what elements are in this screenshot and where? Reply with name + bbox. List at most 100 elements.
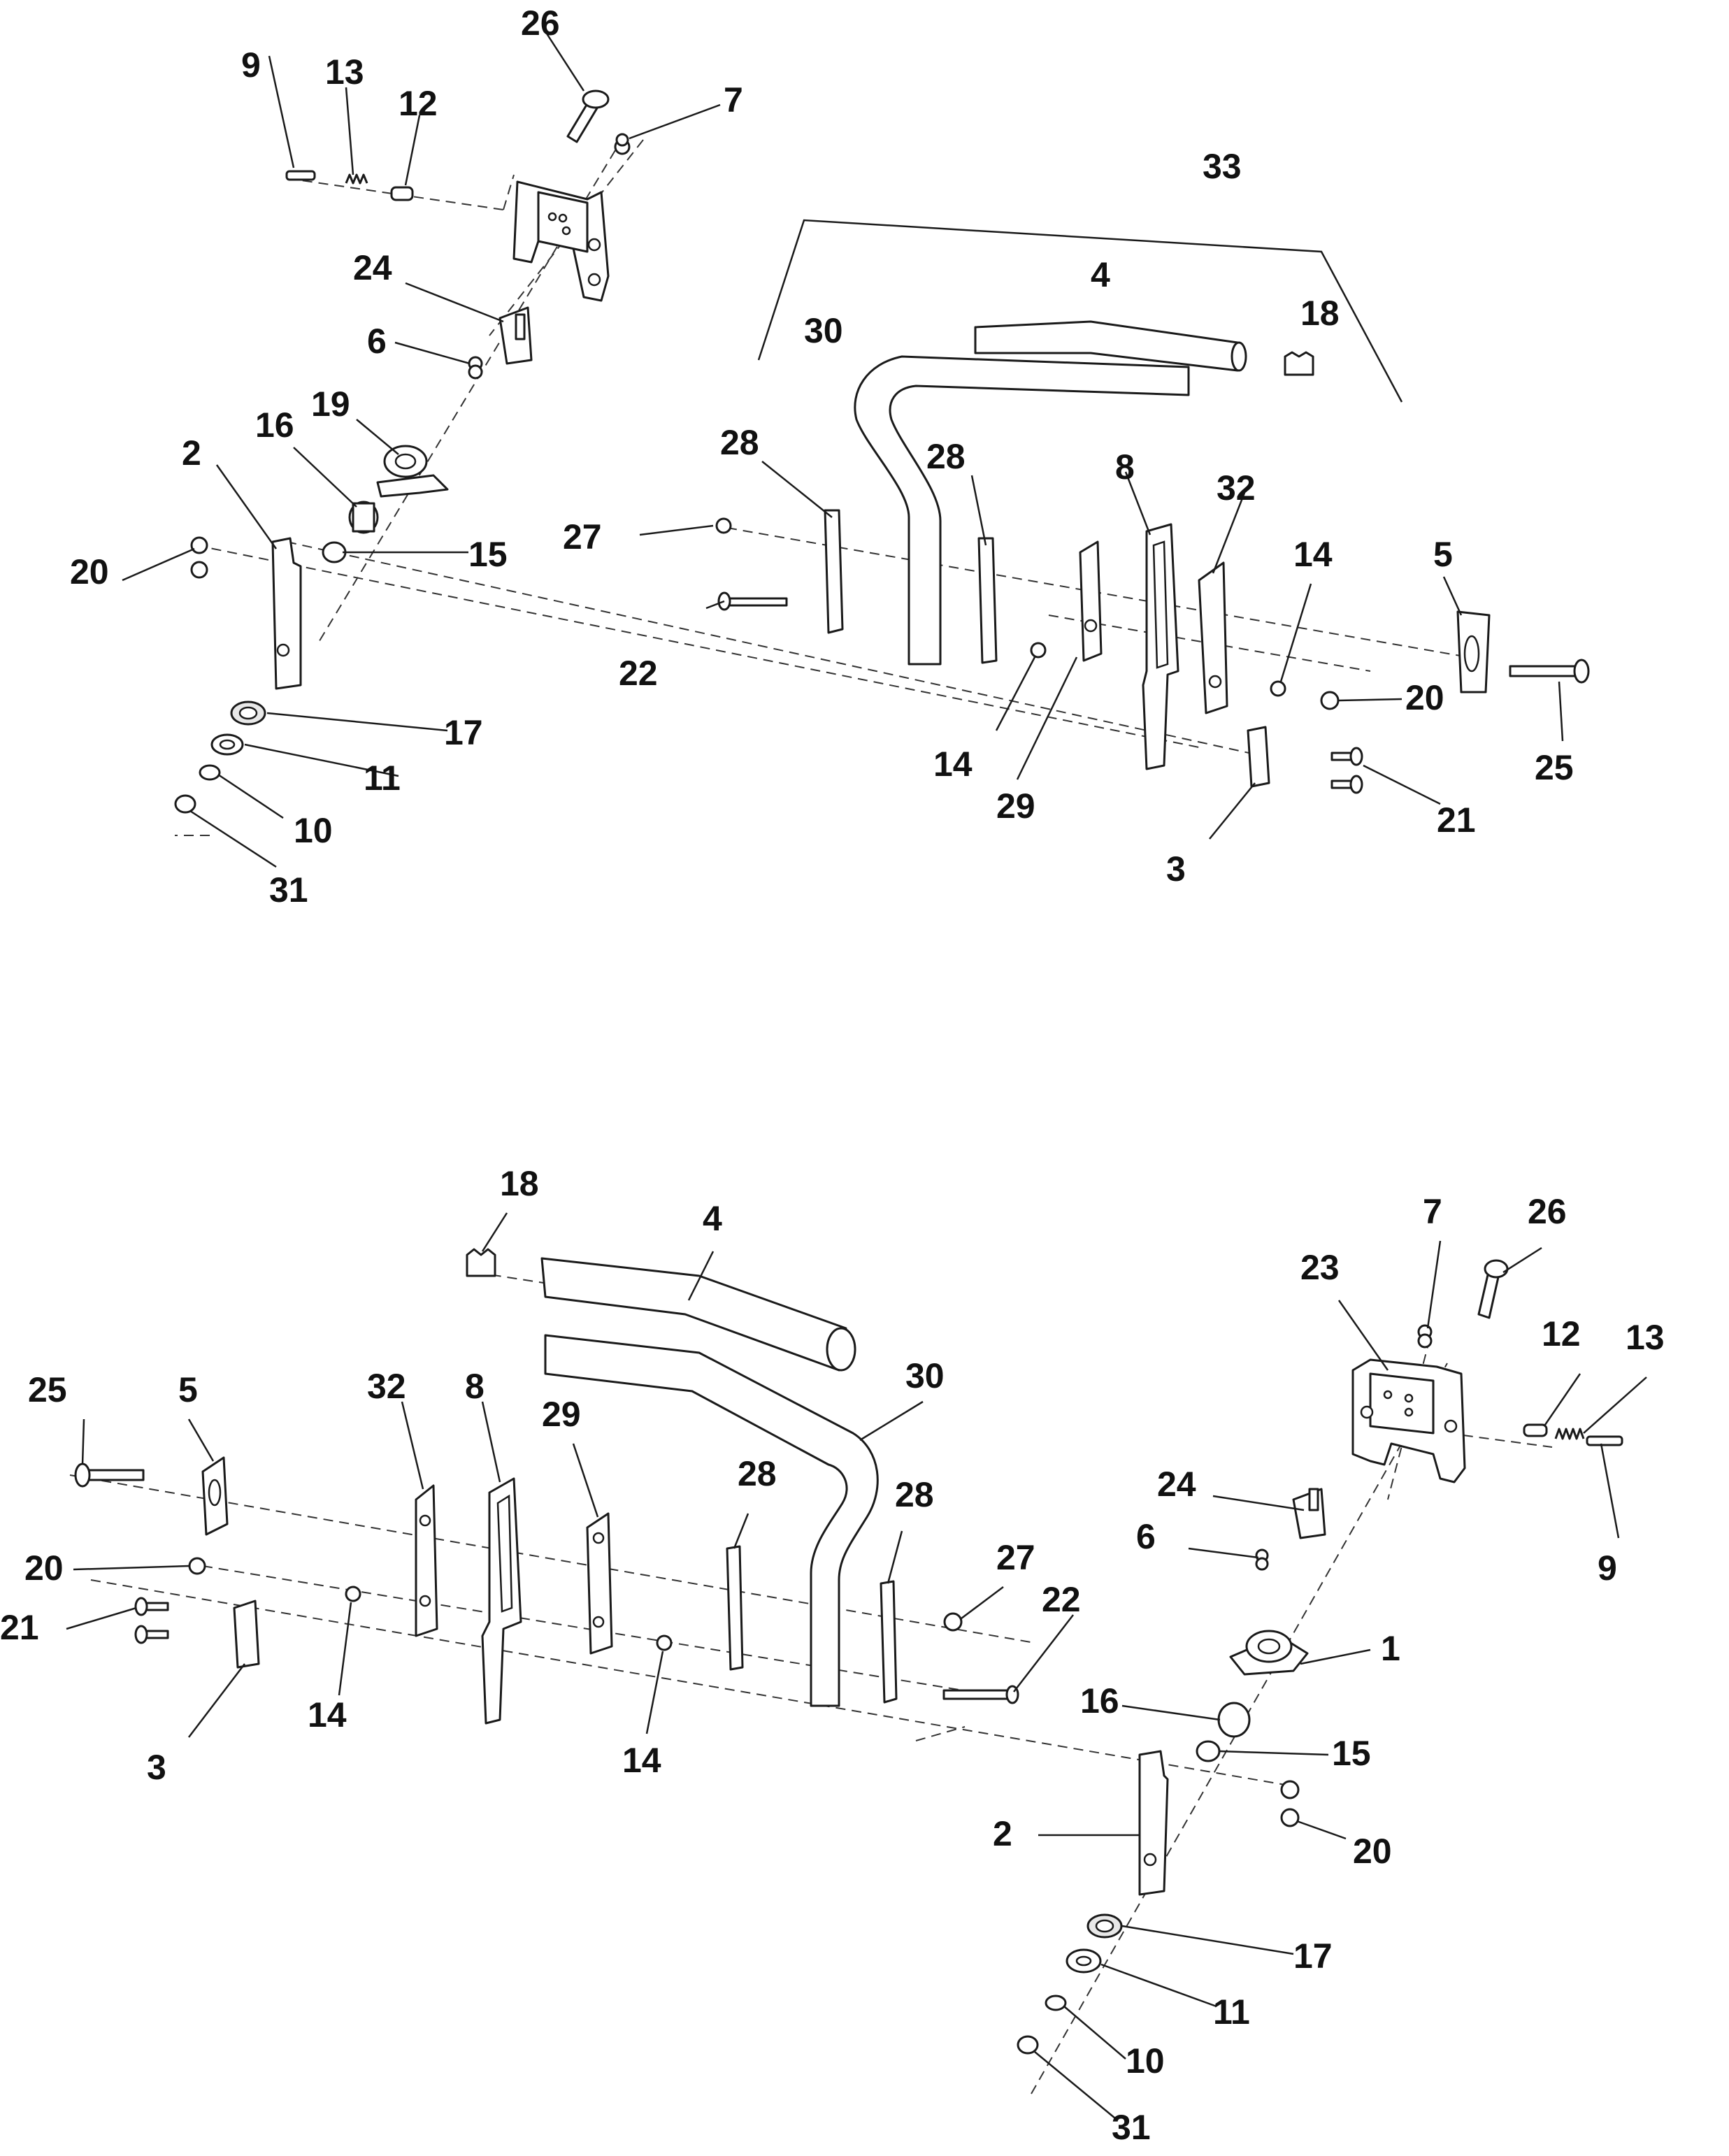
upper-callout-33-leader	[757, 219, 1403, 403]
lower-washer-17	[1086, 1913, 1123, 1939]
lower-spring-13	[1554, 1428, 1585, 1440]
lower-nut-6	[1255, 1548, 1269, 1571]
callout-9: 9	[1598, 1548, 1617, 1588]
callout-2: 2	[182, 433, 201, 473]
upper-plate-28a	[824, 509, 844, 634]
upper-plate-5	[1456, 610, 1491, 693]
lower-washer-10	[1045, 1995, 1067, 2011]
callout-14: 14	[622, 1741, 661, 1780]
callout-13: 13	[1626, 1318, 1665, 1357]
callout-19: 19	[311, 385, 350, 424]
upper-nut-7	[614, 133, 631, 155]
callout-10: 10	[1126, 2041, 1165, 2080]
lower-plate-32	[415, 1484, 438, 1637]
upper-spacer-15	[322, 541, 347, 563]
callout-32: 32	[1217, 468, 1256, 508]
upper-nut-6	[468, 356, 483, 380]
callout-2: 2	[993, 1814, 1012, 1853]
callout-18: 18	[1300, 294, 1340, 333]
callout-31: 31	[269, 870, 308, 910]
callout-11: 11	[364, 759, 401, 798]
upper-bolt-25	[1509, 659, 1590, 684]
lower-plate-3	[233, 1600, 260, 1669]
callout-1: 1	[1381, 1629, 1400, 1668]
upper-washer-10	[199, 764, 221, 781]
upper-plate-8	[1142, 523, 1179, 770]
upper-handle-30	[854, 355, 1190, 666]
callout-5: 5	[178, 1370, 198, 1409]
upper-latch-24	[498, 306, 533, 365]
lower-spacer-15	[1196, 1740, 1221, 1762]
callout-24: 24	[353, 248, 392, 287]
callout-20: 20	[70, 552, 109, 591]
callout-20: 20	[24, 1548, 64, 1588]
callout-26: 26	[521, 3, 560, 43]
callout-28: 28	[720, 423, 759, 462]
callout-14: 14	[308, 1695, 347, 1734]
upper-nut-31	[174, 794, 196, 814]
upper-plug-18	[1284, 351, 1314, 376]
callout-7: 7	[1423, 1192, 1442, 1231]
callout-6: 6	[367, 322, 387, 361]
upper-bolt-21	[1330, 747, 1363, 794]
upper-plate-28b	[977, 537, 998, 664]
callout-5: 5	[1433, 535, 1453, 574]
callout-29: 29	[542, 1395, 581, 1434]
lower-nut-20a	[188, 1557, 206, 1575]
upper-plate-32	[1198, 561, 1228, 714]
callout-22: 22	[619, 654, 658, 693]
callout-13: 13	[325, 52, 364, 92]
callout-24: 24	[1157, 1465, 1196, 1504]
upper-arm-2	[271, 537, 302, 690]
callout-21: 21	[0, 1608, 39, 1647]
callout-18: 18	[500, 1164, 539, 1203]
upper-assembly: 9 13 12 26 7 33 4 18 24 30 6 19 16 2 28 …	[70, 3, 1590, 910]
callout-17: 17	[1293, 1936, 1333, 1976]
callout-14: 14	[1293, 535, 1333, 574]
callout-9: 9	[241, 45, 261, 85]
upper-callouts: 9 13 12 26 7 33 4 18 24 30 6 19 16 2 28 …	[70, 3, 1574, 910]
upper-nut-14	[1030, 642, 1286, 697]
lower-nut-31	[1017, 2035, 1039, 2055]
lower-plate-8	[481, 1477, 522, 1725]
lower-bolt-26	[1477, 1259, 1509, 1319]
lower-plate-28a	[726, 1545, 744, 1671]
upper-plate-29	[1079, 540, 1103, 662]
upper-washer-11	[210, 733, 244, 756]
callout-15: 15	[1332, 1734, 1371, 1773]
upper-plate-3	[1247, 726, 1270, 788]
callout-14: 14	[933, 745, 973, 784]
callout-27: 27	[996, 1538, 1035, 1577]
callout-11: 11	[1213, 1992, 1250, 2032]
callout-4: 4	[1091, 255, 1110, 294]
callout-12: 12	[1542, 1314, 1581, 1353]
upper-assembly-lines	[175, 139, 1469, 836]
callout-17: 17	[444, 713, 483, 752]
lower-nut-7	[1417, 1324, 1433, 1349]
lower-arm-2	[1138, 1750, 1169, 1896]
lower-plate-29	[586, 1512, 613, 1655]
callout-16: 16	[1080, 1681, 1119, 1720]
upper-bolt-22	[717, 591, 788, 611]
callout-4: 4	[703, 1199, 722, 1238]
callout-32: 32	[367, 1367, 406, 1406]
callout-8: 8	[465, 1367, 485, 1406]
callout-7: 7	[724, 80, 743, 120]
callout-31: 31	[1112, 2108, 1151, 2147]
callout-3: 3	[1166, 849, 1186, 889]
callout-33: 33	[1203, 147, 1242, 186]
lower-leaders	[66, 1212, 1647, 2119]
upper-nut-20b	[1320, 691, 1340, 710]
callout-20: 20	[1353, 1832, 1392, 1871]
callout-22: 22	[1042, 1580, 1081, 1619]
lower-pin-9	[1586, 1435, 1623, 1446]
upper-spring-13	[345, 173, 368, 185]
callout-28: 28	[738, 1454, 777, 1493]
lower-nut-20b	[1280, 1780, 1300, 1827]
lower-assembly: 18 4 26 7 23 30 12 13 25 5 32 8 29 28 28…	[0, 1164, 1665, 2147]
callout-25: 25	[28, 1370, 67, 1409]
callout-16: 16	[255, 405, 294, 445]
lower-bolt-27	[943, 1612, 963, 1632]
lower-plug-18	[466, 1248, 496, 1277]
